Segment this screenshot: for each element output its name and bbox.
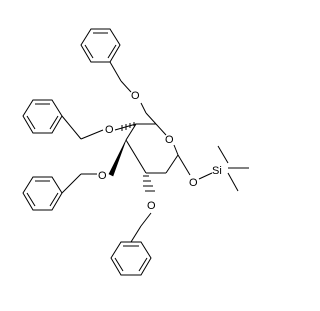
bond-top-ring-ch2: [109, 61, 122, 82]
stereo-hash-c4: [121, 122, 135, 131]
stereo-wedge-c3: [108, 139, 127, 177]
oxygen-lower-left-label: O: [98, 170, 107, 182]
ring-oxygen-label: O: [165, 134, 174, 146]
stereo-hash-c2: [143, 175, 155, 192]
oxygen-bottom-label: O: [147, 200, 156, 212]
benzene-ring-upper-left: [22, 99, 63, 134]
bond-c6-c5: [145, 112, 157, 125]
molecule-structure: O O O O O Si: [22, 28, 249, 276]
bond-upper-left-ring-ch2: [61, 115, 82, 140]
molecule-canvas: O O O O O Si: [22, 28, 249, 276]
oxygen-anomeric-label: O: [189, 177, 198, 189]
bond-upper-left-ch2-o: [80, 129, 104, 140]
bond-top-o-c6: [140, 102, 147, 114]
pyranose-ring: [125, 123, 179, 174]
bond-bottom-ch2-ring: [130, 225, 142, 243]
benzene-ring-bottom: [110, 241, 152, 276]
oxygen-upper-left-label: O: [105, 124, 114, 136]
bond-top-ch2-o: [120, 80, 132, 93]
silicon-label: Si: [212, 165, 222, 177]
bond-o-si: [198, 172, 213, 180]
oxygen-top-label: O: [131, 90, 140, 102]
benzene-ring-top: [80, 28, 121, 63]
bond-c1-o: [177, 154, 191, 176]
bond-lower-left-ring-ch2: [61, 173, 82, 194]
bond-si-methyl-top: [217, 145, 229, 164]
bond-si-methyl-bottom: [227, 172, 239, 192]
bond-bottom-o-ch2: [140, 212, 152, 227]
benzene-ring-lower-left: [22, 176, 63, 211]
